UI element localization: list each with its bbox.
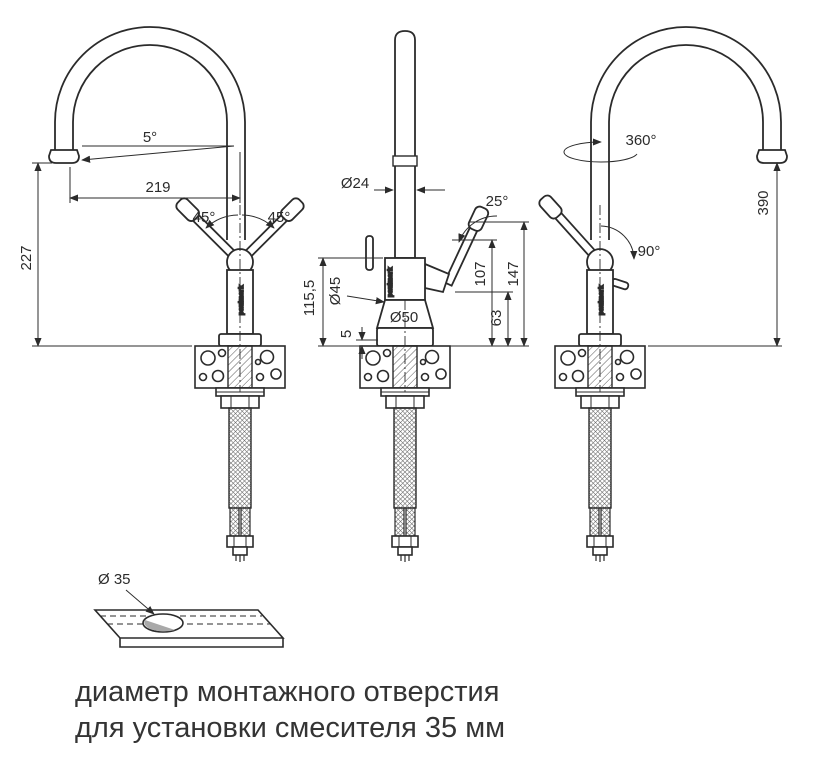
right-view-dimensions — [563, 138, 782, 347]
right-handle — [241, 197, 305, 261]
handle-boss — [424, 262, 451, 294]
dim-reach: 219 — [145, 179, 170, 196]
dim-base-plate-height: 5 — [338, 330, 355, 338]
left-faucet-view: paulmark — [48, 26, 305, 563]
spout-tip — [48, 149, 80, 164]
main-handle — [443, 205, 490, 287]
brand-label: paulmark — [598, 285, 605, 315]
spout-outline — [590, 26, 782, 240]
dim-body-height: 115,5 — [301, 280, 318, 316]
brand-label: paulmark — [238, 285, 245, 315]
caption-line-2: для установки смесителя 35 мм — [75, 712, 505, 744]
dim-total-height: 390 — [755, 190, 772, 215]
dim-h147: 147 — [505, 261, 522, 286]
mounting-hole-detail — [93, 589, 285, 648]
dim-handle-angle-left: 45° — [193, 209, 216, 226]
faucet-body — [384, 257, 426, 301]
dim-h63: 63 — [488, 310, 505, 327]
dim-pipe-diameter: Ø24 — [341, 175, 369, 192]
spout-collar — [392, 155, 418, 167]
spout-outline-inner — [72, 44, 228, 240]
mounting-assembly — [194, 345, 286, 563]
dim-handle-angle: 25° — [486, 193, 509, 210]
caption-line-1: диаметр монтажного отверстия — [75, 676, 499, 708]
dim-spout-angle: 5° — [143, 129, 157, 146]
mounting-hole-shade — [144, 620, 175, 632]
slab-thickness — [119, 638, 284, 648]
brand-label: paulmark — [387, 267, 394, 297]
spout-outline-inner — [608, 44, 764, 240]
spout-outline — [54, 26, 246, 240]
dim-spout-height: 227 — [18, 245, 35, 270]
dim-handle-angle-right: 45° — [268, 209, 291, 226]
dim-handle-swing: 90° — [638, 243, 661, 260]
right-faucet-view: paulmark — [538, 26, 788, 563]
dim-body-diameter: Ø45 — [327, 277, 344, 305]
filter-lever — [365, 235, 374, 271]
dim-h107: 107 — [472, 261, 489, 286]
left-view-dimensions — [32, 145, 275, 347]
center-view-dimensions — [318, 186, 529, 359]
dim-base-diameter: Ø50 — [390, 309, 418, 326]
hole-leader — [125, 589, 155, 615]
mounting-assembly — [554, 345, 646, 563]
dim-hole-diameter: Ø 35 — [98, 571, 131, 588]
center-faucet-view: paulmark — [359, 30, 490, 563]
straight-spout — [394, 30, 416, 259]
left-handle — [175, 197, 239, 261]
spout-tip — [756, 149, 788, 164]
dim-swivel-angle: 360° — [625, 132, 656, 149]
